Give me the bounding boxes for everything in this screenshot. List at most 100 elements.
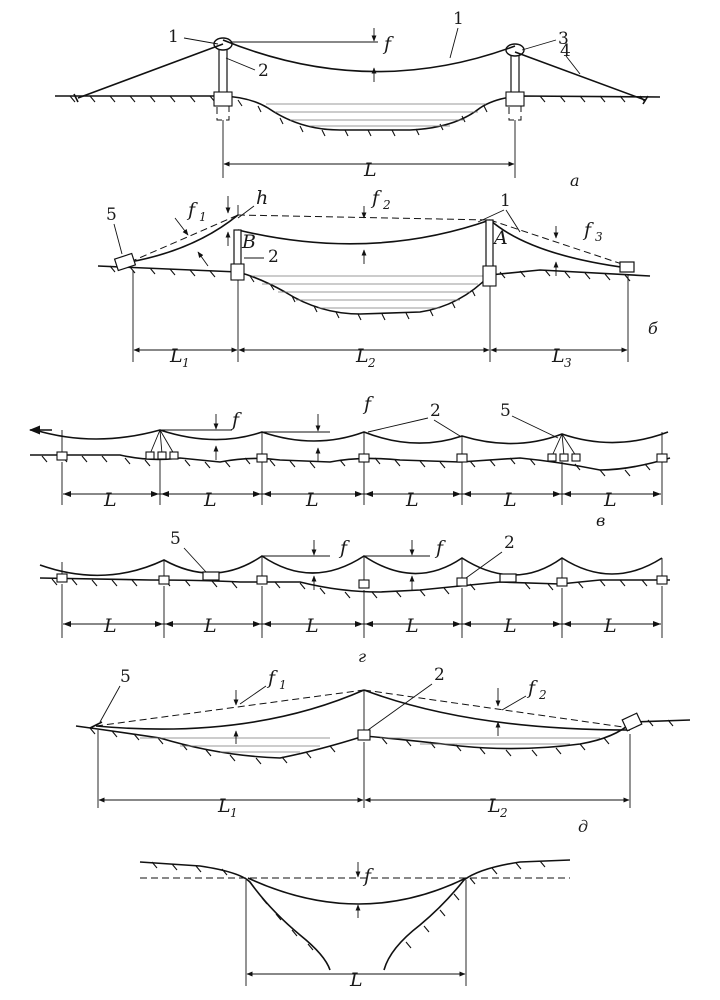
panel-letter: а bbox=[570, 171, 580, 190]
rope-dashed-left bbox=[95, 689, 365, 727]
span-label: L bbox=[363, 159, 377, 181]
span-ext-lines bbox=[61, 460, 663, 505]
ground-hatch bbox=[109, 265, 631, 321]
anchor-right-a bbox=[547, 453, 557, 462]
label-2: 2 bbox=[434, 665, 445, 685]
anchor-right bbox=[619, 261, 635, 273]
span-label-5: L bbox=[503, 615, 517, 637]
h-leader bbox=[237, 205, 255, 219]
footing-3 bbox=[256, 575, 268, 585]
panel-letter: в bbox=[596, 511, 605, 530]
leader-2 bbox=[225, 57, 256, 71]
span-label-4: L bbox=[405, 615, 419, 637]
anchor-left-mark bbox=[73, 93, 79, 103]
f1-label: f bbox=[266, 667, 278, 689]
post-left bbox=[218, 43, 228, 95]
f1-arrow-top bbox=[174, 217, 189, 236]
ground-line bbox=[55, 95, 661, 131]
label-2: 2 bbox=[268, 247, 279, 267]
f1-label: f bbox=[186, 199, 198, 221]
anchor-group-right bbox=[551, 433, 577, 457]
label-1-left: 1 bbox=[168, 27, 179, 47]
span-2-sub: 2 bbox=[367, 356, 376, 370]
ground-hatch bbox=[151, 860, 546, 951]
span-label-1: L bbox=[103, 615, 117, 637]
ground-right bbox=[383, 859, 571, 971]
post-lines bbox=[61, 556, 663, 584]
rope-dashed-right bbox=[489, 219, 629, 267]
guy-left bbox=[77, 43, 224, 99]
panel-letter: д bbox=[578, 817, 588, 836]
anchor-left-c bbox=[169, 451, 179, 460]
f1-arrow-bottom bbox=[197, 251, 209, 267]
leader-1-left bbox=[183, 37, 219, 45]
f1-sub: 1 bbox=[279, 678, 287, 692]
panel-v: f f 2 5 L L L L L L в bbox=[28, 393, 671, 530]
anchor-right-c bbox=[571, 453, 581, 462]
point-b-label: B bbox=[241, 231, 256, 253]
leader-5 bbox=[99, 685, 121, 723]
span-label-3: L bbox=[305, 489, 319, 511]
sag-1-label: f bbox=[230, 409, 242, 431]
rope-left-span bbox=[129, 214, 239, 263]
ground-left bbox=[139, 861, 331, 971]
footing-2 bbox=[256, 453, 268, 463]
span-ext-lines bbox=[61, 584, 663, 638]
footing-2 bbox=[158, 575, 170, 585]
leader-2a bbox=[367, 417, 429, 433]
f2-leader bbox=[501, 695, 527, 711]
anchor-left bbox=[113, 252, 137, 272]
anchor-group-left bbox=[149, 429, 175, 455]
span-2-sub: 2 bbox=[499, 806, 508, 820]
leader-2 bbox=[367, 683, 433, 731]
point-a-label: A bbox=[492, 227, 508, 249]
panel-d: f 1 f 2 5 2 L 1 L 2 д bbox=[75, 665, 691, 836]
footing-1 bbox=[56, 573, 68, 583]
panel-letter: б bbox=[648, 319, 658, 338]
water-lines bbox=[140, 737, 600, 753]
leader-3 bbox=[521, 39, 557, 51]
rope-dashed-right bbox=[363, 689, 631, 729]
span-1-label: L bbox=[217, 795, 231, 817]
label-2: 2 bbox=[430, 401, 441, 421]
leader-5 bbox=[511, 415, 559, 439]
rope-sag bbox=[247, 877, 467, 905]
footing-right-dashed bbox=[508, 105, 522, 121]
leader-2 bbox=[465, 551, 503, 579]
span-label: L bbox=[349, 969, 363, 991]
panel-b: h f 1 f 2 f 3 5 1 2 B A L 1 L 2 L 3 б bbox=[97, 187, 658, 370]
sag-2-label: f bbox=[362, 393, 374, 415]
rope-main bbox=[222, 39, 516, 73]
span-1-label: L bbox=[169, 345, 183, 367]
panel-letter: г bbox=[358, 647, 366, 666]
f1-leader bbox=[239, 685, 267, 705]
rope-chain bbox=[39, 555, 663, 577]
footing-4 bbox=[456, 453, 468, 463]
sag-label: f bbox=[362, 865, 374, 887]
label-3: 3 bbox=[558, 29, 569, 49]
anchor-right-mark bbox=[642, 95, 649, 105]
span-label-6: L bbox=[603, 615, 617, 637]
span-1-sub: 1 bbox=[182, 356, 190, 370]
span-2-label: L bbox=[355, 345, 369, 367]
f1-sub: 1 bbox=[199, 210, 207, 224]
label-5: 5 bbox=[170, 529, 181, 549]
span-label-2: L bbox=[203, 615, 217, 637]
footing-7 bbox=[656, 575, 668, 585]
leader-5 bbox=[183, 547, 207, 573]
span-label-4: L bbox=[405, 489, 419, 511]
footing-center bbox=[357, 729, 371, 741]
panel-a: f 1 2 1 3 4 L а bbox=[55, 9, 661, 190]
rope-right-span bbox=[489, 219, 629, 269]
span-label-2: L bbox=[203, 489, 217, 511]
f2-sub: 2 bbox=[538, 688, 547, 702]
leader-5 bbox=[113, 223, 123, 255]
guy-right bbox=[514, 51, 646, 101]
anchor-right-b bbox=[559, 453, 569, 462]
ground-hatch bbox=[41, 455, 651, 477]
span-label-5: L bbox=[503, 489, 517, 511]
post-a bbox=[485, 219, 494, 269]
water-lines bbox=[252, 275, 484, 309]
label-5: 5 bbox=[106, 205, 117, 225]
f2-sub: 2 bbox=[382, 198, 391, 212]
